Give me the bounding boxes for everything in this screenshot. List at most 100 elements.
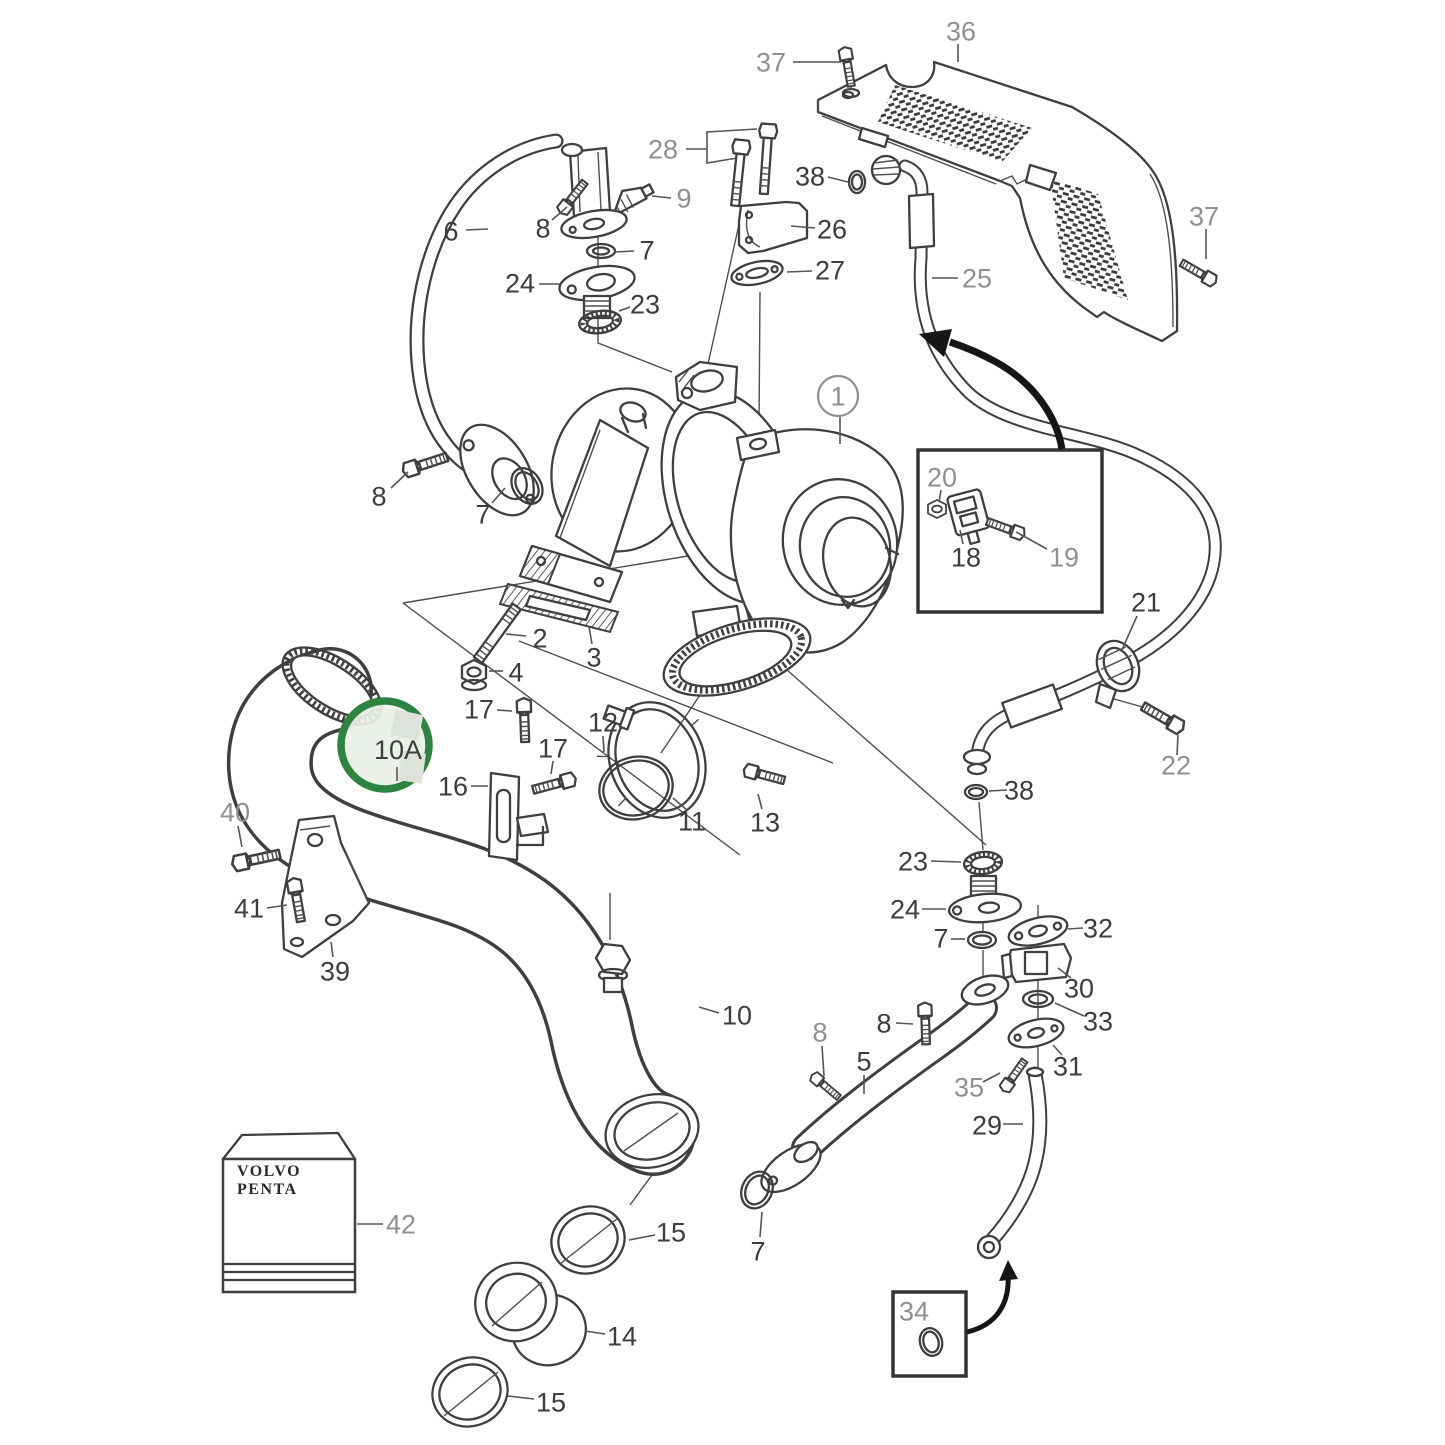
label-leader-line — [982, 1072, 1001, 1083]
part-label-41-30[interactable]: 41 — [234, 894, 264, 924]
part-label-7-45[interactable]: 7 — [750, 1237, 765, 1267]
part-label-2-20[interactable]: 2 — [532, 624, 547, 654]
part-label-8-52[interactable]: 8 — [371, 482, 386, 512]
part-label-38-19[interactable]: 38 — [1004, 776, 1034, 806]
part-label-16-25[interactable]: 16 — [438, 772, 468, 802]
part-label-15-47[interactable]: 15 — [656, 1218, 686, 1248]
part-label-24-37[interactable]: 24 — [890, 895, 920, 925]
part-label-23-7[interactable]: 23 — [630, 290, 660, 320]
part-label-39-31[interactable]: 39 — [320, 957, 350, 987]
part-label-8-34[interactable]: 8 — [812, 1018, 827, 1048]
volvo-logo-line1: VOLVO — [237, 1163, 301, 1180]
part-label-14-48[interactable]: 14 — [607, 1322, 637, 1352]
part-label-31-42[interactable]: 31 — [1053, 1052, 1083, 1082]
part-label-28-2[interactable]: 28 — [648, 135, 678, 165]
o-ring-7a — [510, 467, 544, 505]
label-leader-line — [686, 128, 758, 150]
label-leader-line — [237, 825, 243, 848]
label-leader-line — [602, 735, 605, 753]
part-label-17-23[interactable]: 17 — [464, 695, 494, 725]
hose-rings-drawing — [431, 1205, 626, 1428]
v-clamp-12 — [597, 701, 707, 819]
part-label-12-26[interactable]: 12 — [588, 708, 618, 738]
part-label-20-14[interactable]: 20 — [927, 463, 957, 493]
part-label-21-17[interactable]: 21 — [1131, 588, 1161, 618]
label-leader-line — [959, 529, 964, 545]
part-label-40-29[interactable]: 40 — [220, 798, 250, 828]
part-label-7-5[interactable]: 7 — [639, 236, 654, 266]
part-label-33-41[interactable]: 33 — [1083, 1007, 1113, 1037]
label-leader-line — [465, 228, 489, 231]
part-label-38-8[interactable]: 38 — [795, 162, 825, 192]
part-label-7-38[interactable]: 7 — [933, 924, 948, 954]
detail-box-sensor — [916, 329, 1104, 614]
highlight-selected-part[interactable]: 10A — [337, 697, 433, 793]
part-label-30-40[interactable]: 30 — [1064, 974, 1094, 1004]
sealing-ring-23 — [577, 309, 623, 335]
label-leader-line — [790, 225, 816, 229]
part-label-11-27[interactable]: 11 — [678, 807, 706, 837]
kit-box-drawing: VOLVO PENTA — [221, 1131, 357, 1294]
part-label-29-44[interactable]: 29 — [972, 1111, 1002, 1141]
part-label-34-46[interactable]: 34 — [899, 1297, 929, 1327]
part-label-9-3[interactable]: 9 — [676, 184, 691, 214]
volvo-logo-line2: PENTA — [237, 1181, 298, 1198]
label-leader-line — [551, 206, 568, 221]
pipe10-plug — [594, 942, 632, 976]
part-label-35-43[interactable]: 35 — [954, 1073, 984, 1103]
part-label-19-16[interactable]: 19 — [1049, 543, 1079, 573]
part-label-5-35[interactable]: 5 — [856, 1047, 871, 1077]
part-label-24-6[interactable]: 24 — [505, 269, 535, 299]
part-label-4-22[interactable]: 4 — [508, 658, 523, 688]
label-leader-line — [1015, 531, 1048, 550]
part-label-22-18[interactable]: 22 — [1161, 751, 1191, 781]
part-label-27-10[interactable]: 27 — [815, 256, 845, 286]
hose-clamp-21 — [1095, 639, 1141, 693]
label-leader-line — [988, 789, 1008, 792]
label-leader-line — [330, 941, 334, 958]
part-label-10-32[interactable]: 10 — [722, 1001, 752, 1031]
part-label-15-49[interactable]: 15 — [536, 1388, 566, 1418]
banjo-fitting — [976, 1234, 1002, 1260]
part-label-26-9[interactable]: 26 — [817, 215, 847, 245]
oil-hose-drawing — [898, 159, 1222, 801]
bolt-17b — [530, 770, 579, 798]
part-label-36-1[interactable]: 36 — [946, 17, 976, 47]
oil-feed-fitting-drawing — [554, 142, 655, 335]
label-leader-line — [1067, 927, 1084, 930]
stud-and-nut-drawing — [460, 602, 522, 692]
label-leader-line — [706, 149, 738, 164]
pointer-arrowhead-34 — [999, 1260, 1018, 1281]
bolt-40 — [229, 845, 283, 874]
clamp-and-bracket-drawing — [487, 696, 788, 862]
part-label-18-15[interactable]: 18 — [951, 543, 981, 573]
flange-32 — [1007, 915, 1069, 947]
part-label-42-50[interactable]: 42 — [386, 1210, 416, 1240]
part-label-6-51[interactable]: 6 — [443, 217, 458, 247]
oil-return-fitting-drawing — [730, 154, 902, 287]
bolt-8c — [399, 448, 451, 480]
part-label-23-36[interactable]: 23 — [898, 847, 928, 877]
part-label-1-13[interactable]: 1 — [830, 382, 845, 412]
part-label-25-11[interactable]: 25 — [962, 264, 992, 294]
sensor-18 — [946, 488, 991, 546]
bolt-37-right — [1177, 256, 1220, 289]
part-label-17-24[interactable]: 17 — [538, 734, 568, 764]
part-label-8-4[interactable]: 8 — [535, 214, 550, 244]
part-label-32-39[interactable]: 32 — [1083, 914, 1113, 944]
part-badge-circle — [816, 374, 860, 418]
part-label-37-12[interactable]: 37 — [1189, 202, 1219, 232]
highlight-sheen — [390, 709, 424, 741]
flange-24 — [558, 264, 636, 302]
heat-shield-drawing — [816, 45, 1220, 343]
label-leader-line — [938, 489, 942, 503]
part-label-3-21[interactable]: 3 — [586, 643, 601, 673]
part-label-7-53[interactable]: 7 — [475, 500, 490, 530]
bolt-8a — [916, 1001, 934, 1046]
part-label-37-0[interactable]: 37 — [756, 48, 786, 78]
part-label-13-28[interactable]: 13 — [750, 808, 780, 838]
bolts-28-drawing — [730, 122, 779, 208]
label-leader-line — [266, 904, 288, 909]
part-label-8-33[interactable]: 8 — [876, 1009, 891, 1039]
